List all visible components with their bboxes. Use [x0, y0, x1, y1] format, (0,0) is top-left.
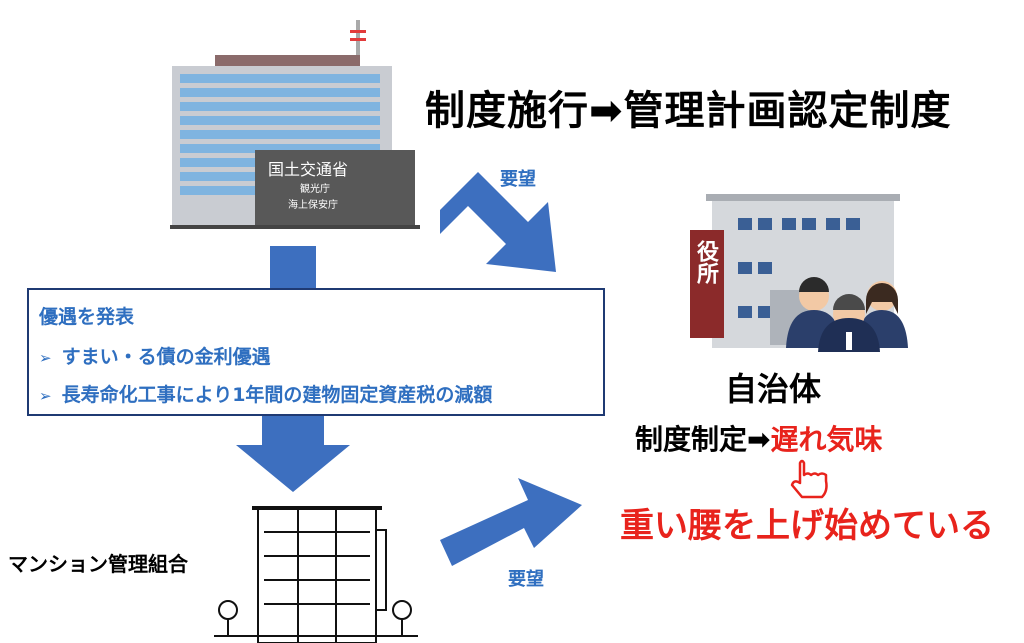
pointing-hand-icon [790, 459, 828, 499]
municipality-label: 自治体 [725, 370, 822, 408]
officials-icon [786, 277, 908, 352]
city-hall-sign: 役所 [693, 240, 718, 284]
arrow-ministry-to-municipality [440, 172, 556, 272]
union-label: マンション管理組合 [8, 552, 188, 576]
ministry-sign-main: 国土交通省 [268, 160, 349, 179]
bullet-arrow-icon: ➢ [39, 349, 52, 367]
city-hall-icon [690, 194, 900, 348]
incentive-item-label: すまい・る債の金利優遇 [61, 346, 271, 368]
ministry-sign-sub2: 海上保安庁 [288, 200, 338, 211]
ministry-sign-sub1: 観光庁 [300, 184, 330, 195]
incentive-box: 優遇を発表 ➢ すまい・る債の金利優遇 ➢ 長寿命化工事により1年間の建物固定資産税… [27, 288, 605, 416]
demand-label-bottom: 要望 [508, 569, 544, 590]
page-title: 制度施行➡管理計画認定制度 [425, 88, 952, 134]
demand-label-top: 要望 [500, 169, 536, 190]
arrow-union-to-municipality [440, 478, 582, 566]
status-prefix: 制度制定➡ [635, 423, 771, 456]
apartment-building-icon [214, 506, 418, 643]
arrow-ministry-to-infobox [270, 246, 316, 290]
bullet-arrow-icon: ➢ [39, 387, 52, 405]
incentive-item: ➢ 長寿命化工事により1年間の建物固定資産税の減額 [39, 380, 492, 407]
arrow-infobox-to-union [236, 416, 350, 492]
government-building-icon [170, 20, 420, 229]
incentive-heading: 優遇を発表 [39, 306, 135, 328]
status-highlight: 遅れ気味 [770, 423, 883, 456]
conclusion-text: 重い腰を上げ始めている [620, 506, 994, 546]
municipality-status: 制度制定➡遅れ気味 [635, 418, 882, 458]
incentive-item: ➢ すまい・る債の金利優遇 [39, 342, 271, 369]
incentive-item-label: 長寿命化工事により1年間の建物固定資産税の減額 [61, 384, 493, 406]
